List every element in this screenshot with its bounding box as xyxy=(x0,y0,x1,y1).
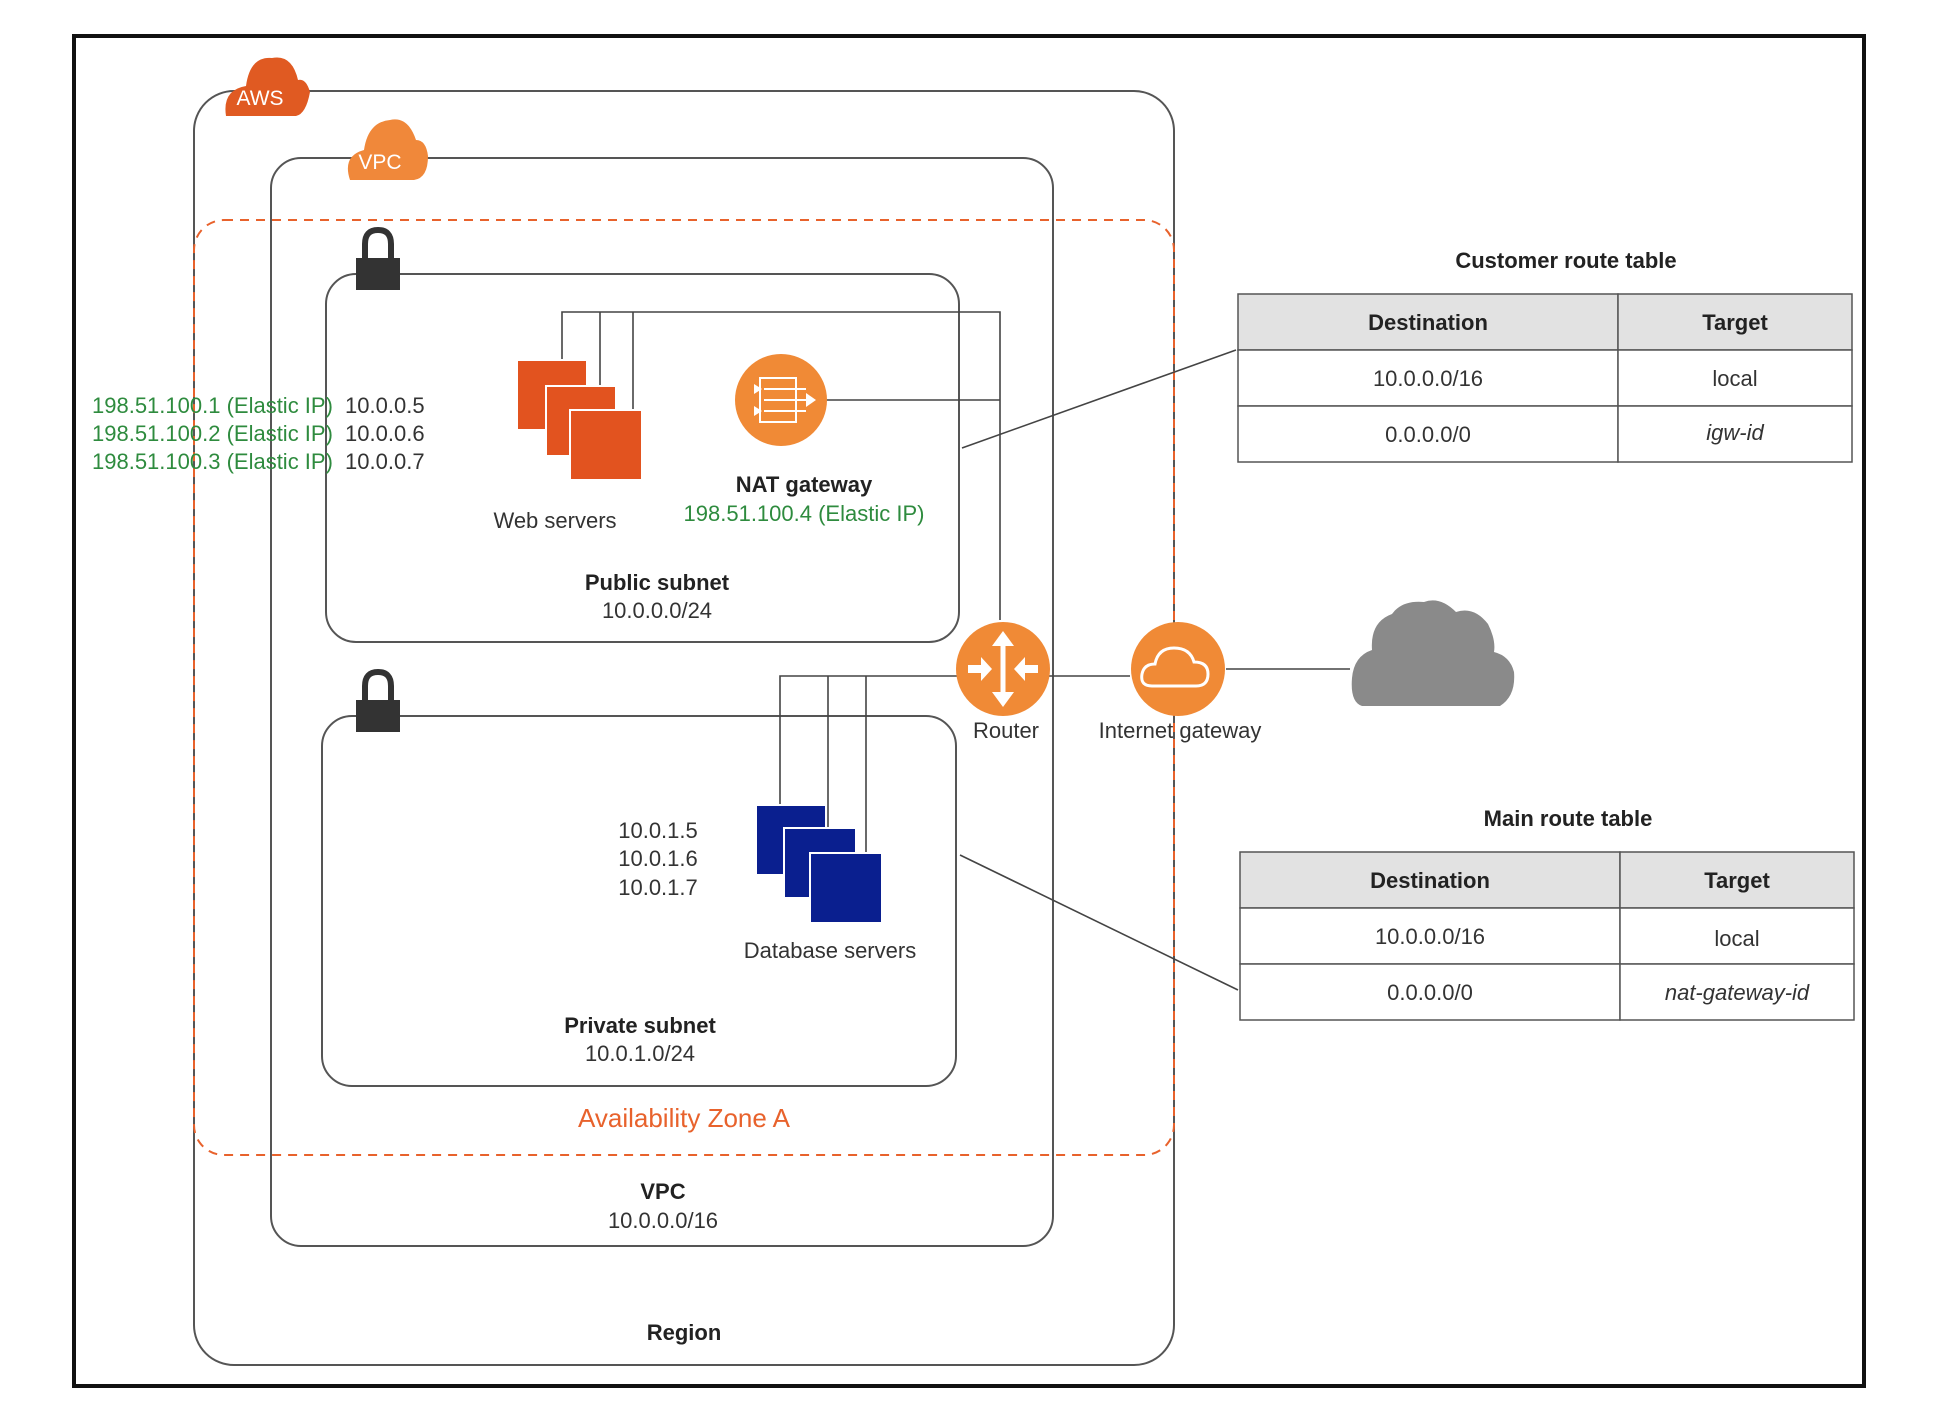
aws-label: AWS xyxy=(236,87,283,110)
web-server-wires xyxy=(561,311,1001,620)
web-server-ip-row: 198.51.100.2 (Elastic IP) 10.0.0.6 xyxy=(92,421,425,446)
region-label: Region xyxy=(647,1320,722,1345)
vpc-cloud-icon: VPC xyxy=(347,119,428,180)
public-route-association xyxy=(961,349,1237,449)
availability-zone-label: Availability Zone A xyxy=(578,1103,791,1133)
customer-route-table-title: Customer route table xyxy=(1455,248,1676,273)
internet-gateway-icon xyxy=(1131,622,1225,716)
vpc-cidr: 10.0.0.0/16 xyxy=(608,1208,718,1233)
private-ip: 10.0.0.5 xyxy=(345,393,425,418)
vpc-box xyxy=(270,157,1054,1247)
customer-rt-header-target: Target xyxy=(1702,310,1768,335)
public-subnet-cidr: 10.0.0.0/24 xyxy=(602,598,712,623)
web-server-ip-row: 198.51.100.3 (Elastic IP) 10.0.0.7 xyxy=(92,449,425,474)
database-servers-icon xyxy=(755,804,883,924)
db-server-ip-list: 10.0.1.5 10.0.1.6 10.0.1.7 xyxy=(618,818,698,900)
elastic-ip: 198.51.100.1 (Elastic IP) xyxy=(92,393,333,418)
private-ip: 10.0.0.7 xyxy=(345,449,425,474)
db-server-ip: 10.0.1.5 xyxy=(618,818,698,843)
private-subnet-lock-icon xyxy=(356,668,400,732)
main-rt-header-destination: Destination xyxy=(1370,868,1490,893)
nat-gateway-ip: 198.51.100.4 (Elastic IP) xyxy=(684,501,925,526)
internet-gateway-label: Internet gateway xyxy=(1099,718,1262,743)
vpc-cloud-label: VPC xyxy=(358,151,401,174)
customer-rt-header-destination: Destination xyxy=(1368,310,1488,335)
vpc-title: VPC xyxy=(640,1179,685,1204)
router-icon xyxy=(956,622,1050,716)
nat-gateway-icon xyxy=(735,354,827,446)
public-subnet-lock-icon xyxy=(356,226,400,290)
web-server-ip-row: 198.51.100.1 (Elastic IP) 10.0.0.5 xyxy=(92,393,425,418)
web-servers-label: Web servers xyxy=(493,508,616,533)
private-ip: 10.0.0.6 xyxy=(345,421,425,446)
customer-rt-cell: local xyxy=(1712,366,1757,391)
elastic-ip: 198.51.100.2 (Elastic IP) xyxy=(92,421,333,446)
nat-gateway-title: NAT gateway xyxy=(736,472,873,497)
private-route-association xyxy=(959,854,1239,991)
main-rt-cell: local xyxy=(1714,926,1759,951)
database-servers-label: Database servers xyxy=(744,938,916,963)
outer-frame xyxy=(72,34,1866,1388)
db-server-ip: 10.0.1.6 xyxy=(618,846,698,871)
main-rt-cell: 10.0.0.0/16 xyxy=(1375,924,1485,949)
main-route-table: Main route table Destination Target 10.0… xyxy=(1239,806,1855,1021)
db-server-ip: 10.0.1.7 xyxy=(618,875,698,900)
db-server-wires xyxy=(779,675,960,852)
private-subnet-cidr: 10.0.1.0/24 xyxy=(585,1041,695,1066)
web-server-ip-list: 198.51.100.1 (Elastic IP) 10.0.0.5 198.5… xyxy=(92,393,425,474)
public-subnet-box xyxy=(325,273,960,643)
elastic-ip: 198.51.100.3 (Elastic IP) xyxy=(92,449,333,474)
main-rt-header-target: Target xyxy=(1704,868,1770,893)
private-subnet-title: Private subnet xyxy=(564,1013,716,1038)
main-route-table-title: Main route table xyxy=(1484,806,1653,831)
internet-cloud-icon xyxy=(1351,600,1515,706)
customer-rt-cell: igw-id xyxy=(1706,420,1764,445)
customer-rt-cell: 10.0.0.0/16 xyxy=(1373,366,1483,391)
aws-cloud-icon: AWS xyxy=(225,57,310,116)
main-rt-cell: nat-gateway-id xyxy=(1665,980,1810,1005)
router-label: Router xyxy=(973,718,1039,743)
main-rt-cell: 0.0.0.0/0 xyxy=(1387,980,1473,1005)
public-subnet-title: Public subnet xyxy=(585,570,730,595)
private-subnet-box xyxy=(321,715,957,1087)
web-servers-icon xyxy=(516,359,643,481)
customer-route-table: Customer route table Destination Target … xyxy=(1237,248,1853,463)
customer-rt-cell: 0.0.0.0/0 xyxy=(1385,422,1471,447)
